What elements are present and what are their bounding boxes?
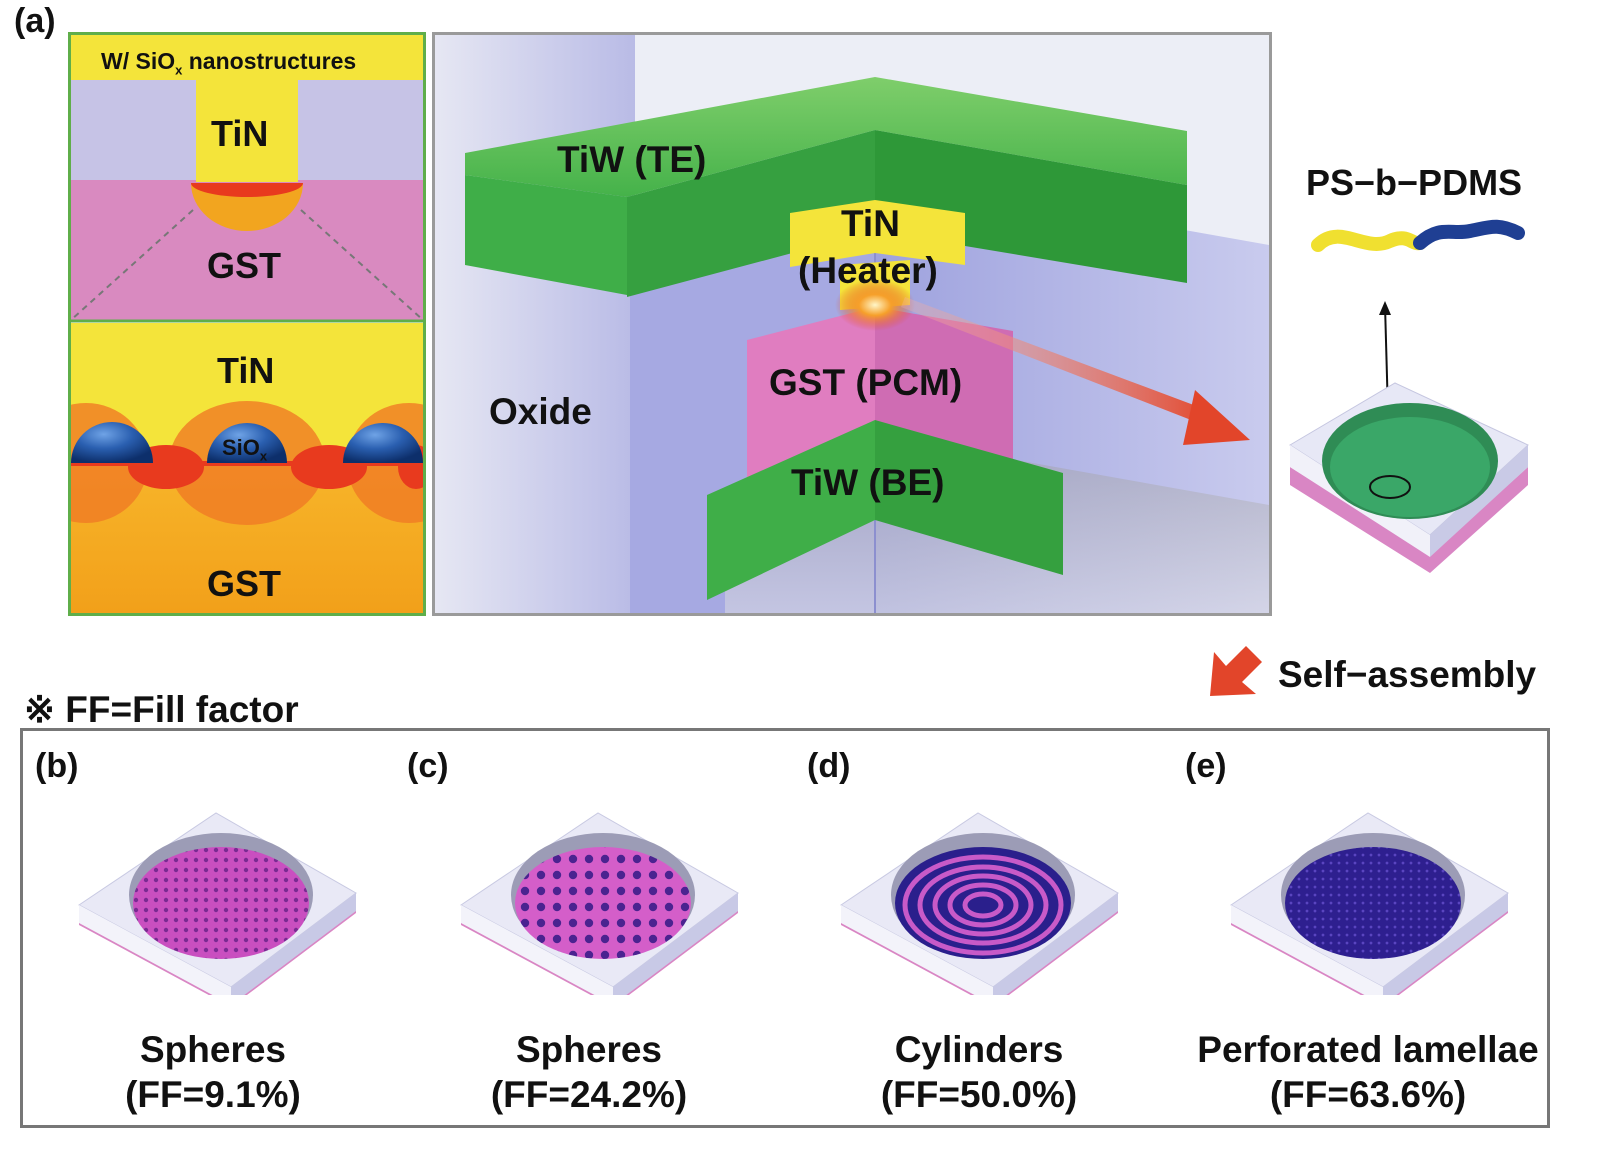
banner-tail: nanostructures [182, 48, 357, 74]
b-substrate-right [231, 893, 356, 995]
panel-b-ff: (FF=9.1%) [125, 1074, 301, 1115]
inset-top-banner-bg [71, 35, 423, 80]
siox-sphere-left [71, 422, 153, 463]
red-arrow-shaft [901, 297, 1215, 427]
panel-b-substrate [78, 812, 357, 995]
panel-c-caption: Spheres (FF=24.2%) [409, 1027, 769, 1117]
device-graphic [435, 35, 1269, 613]
panel-d-substrate [840, 812, 1119, 995]
inset-graphic [71, 35, 423, 613]
substrate-bottom [1290, 467, 1528, 573]
te-top-face [465, 77, 1187, 197]
d-substrate-left [841, 905, 993, 995]
inset-bottom-gst-label: GST [207, 563, 282, 604]
e-well-pattern [1285, 847, 1461, 959]
siox-sphere-center [207, 423, 287, 463]
heater-glow [835, 279, 915, 331]
heater-label-2: (Heater) [798, 250, 938, 291]
zoom-line-left [71, 209, 194, 321]
self-assembly-label: Self−assembly [1278, 654, 1537, 695]
panel-e-caption: Perforated lamellae (FF=63.6%) [1183, 1027, 1553, 1117]
panel-c-label: (c) [407, 747, 449, 785]
inset-siox-label: SiOx [222, 435, 267, 463]
be-left-face [707, 420, 875, 600]
panel-d-name: Cylinders [894, 1029, 1064, 1070]
inset-top-hotspot-edge [191, 183, 303, 197]
te-front-mid [627, 130, 875, 297]
d-substrate-right [993, 893, 1118, 995]
te-label: TiW (TE) [557, 139, 707, 180]
interface-line [71, 461, 423, 466]
inset-banner-label: W/ SiOx nanostructures [101, 48, 356, 78]
morphology-panel: (b) Spheres (FF=9.1%) (c) [20, 728, 1550, 1128]
d-ring-1 [902, 854, 1064, 956]
e-substrate-right [1383, 893, 1508, 995]
d-ring-5 [962, 891, 1004, 919]
panel-e-label: (e) [1185, 747, 1227, 785]
oxide-label: Oxide [489, 391, 592, 432]
be-label: TiW (BE) [791, 462, 945, 503]
b-substrate-left [79, 905, 231, 995]
inset-bottom-tin-label: TiN [217, 350, 275, 391]
siox-text: SiO [222, 435, 260, 460]
banner-text: W/ SiO [101, 48, 176, 74]
inset-top-tin-pillar [196, 80, 298, 182]
d-ring-pattern [902, 854, 1064, 956]
c-substrate-right [613, 893, 738, 995]
zoom-line-right [300, 209, 423, 321]
panel-c-ff: (FF=24.2%) [490, 1074, 688, 1115]
coated-substrate-graphic [1289, 219, 1529, 573]
e-substrate-left [1231, 905, 1383, 995]
pcm-label: GST (PCM) [769, 362, 963, 403]
panel-a-label: (a) [14, 2, 56, 40]
polymer-label: PS−b−PDMS [1306, 162, 1523, 203]
be-right-face [875, 420, 1063, 575]
panel-b-label: (b) [35, 747, 79, 785]
siox-subscript: x [259, 448, 268, 464]
panel-b-name: Spheres [139, 1029, 286, 1070]
oxide-left-face [435, 35, 635, 613]
te-front-right [875, 130, 1187, 283]
siox-sphere-right [343, 423, 423, 463]
panel-d-caption: Cylinders (FF=50.0%) [799, 1027, 1159, 1117]
polymer-chain-pdms [1413, 219, 1525, 250]
panel-e-ff: (FF=63.6%) [1269, 1074, 1467, 1115]
banner-subscript: x [175, 62, 183, 78]
panel-b-caption: Spheres (FF=9.1%) [33, 1027, 393, 1117]
heater-block [790, 200, 965, 267]
d-ring-4 [947, 882, 1019, 928]
d-ring-2 [917, 864, 1049, 946]
coated-well-inner [1330, 417, 1490, 517]
panel-e-substrate [1230, 812, 1509, 995]
self-assembly-arrow-graphic [1210, 646, 1262, 696]
panel-d-ff: (FF=50.0%) [880, 1074, 1078, 1115]
c-well-pattern [515, 847, 691, 959]
c-substrate-left [461, 905, 613, 995]
polymer-chain-ps [1311, 229, 1427, 252]
substrate-side-right [1430, 445, 1528, 557]
inset-top-gst-label: GST [207, 245, 282, 286]
heater-label-1: TiN [841, 203, 900, 244]
ff-note: ※ FF=Fill factor [24, 689, 299, 730]
inset-panel: W/ SiOx nanostructures TiN GST TiN SiOx … [68, 32, 426, 616]
panel-c-substrate [460, 812, 739, 995]
red-arrow-head [1183, 390, 1250, 445]
te-front-left [465, 175, 627, 295]
inset-top-tin-label: TiN [211, 113, 269, 154]
d-ring-3 [932, 873, 1034, 937]
target-ring [1369, 475, 1411, 499]
pointer-arrowhead [1379, 301, 1391, 315]
panel-d-label: (d) [807, 747, 851, 785]
panel-c-name: Spheres [515, 1029, 662, 1070]
b-well-pattern [133, 847, 309, 959]
device-panel: TiW (TE) TiN (Heater) GST (PCM) TiW (BE)… [432, 32, 1272, 616]
panel-e-name: Perforated lamellae [1197, 1029, 1539, 1070]
self-assembly-arrow-icon [1210, 646, 1262, 696]
